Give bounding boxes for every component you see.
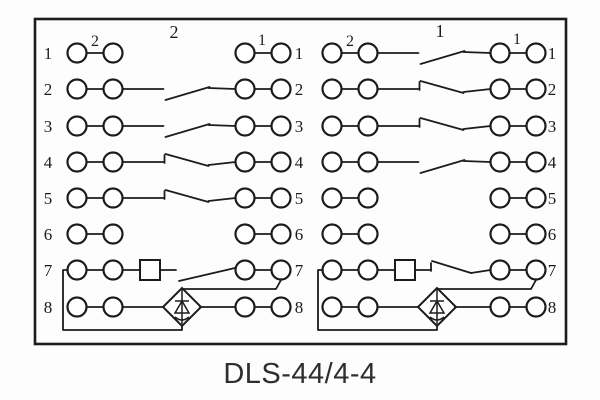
terminal-pair [66,296,124,318]
terminal-pair [234,78,292,100]
terminal-pair [66,187,124,209]
switch-blade [178,267,236,282]
group-label-right: 1 [436,21,445,41]
row-number: 8 [44,298,53,317]
row-number: 6 [548,225,557,244]
terminal-pair [321,296,379,318]
row-number: 5 [295,189,304,208]
pair-label-left: 2 [346,33,354,50]
pair-label-right: 1 [258,32,266,49]
terminal-pair [66,223,124,245]
pair-label-left: 2 [91,33,99,50]
pair-label-right: 1 [513,31,521,48]
terminal-pair [321,78,379,100]
switch-blade [431,260,472,274]
row-number: 8 [295,298,304,317]
notched-contact-switch-icon [121,189,237,203]
resistor-box-icon [394,259,416,281]
terminal-pair [321,223,379,245]
make-contact-switch-icon [376,159,492,174]
terminal-pair [321,151,379,173]
terminal-pair [489,151,547,173]
row-number: 3 [548,117,557,136]
row8-circuit [376,286,492,328]
row7-circuit [121,259,236,282]
rectifier-bridge-icon [416,286,458,328]
contact-group-right: 1 2 1 1 2 3 4 5 6 7 8 [317,21,557,331]
terminal-pair [321,115,379,137]
terminal-pair [234,223,292,245]
wire [470,269,492,274]
row-number: 1 [295,44,304,63]
terminal-pair [66,78,124,100]
group-label-left: 2 [170,22,179,42]
row-number: 5 [548,189,557,208]
terminal-pair [234,259,292,281]
terminal-pair [66,151,124,173]
notched-contact-switch-icon [121,153,237,167]
terminal-pair [66,259,124,281]
resistor-box-icon [139,259,161,281]
rectifier-bridge-icon [161,286,203,328]
row-number: 6 [44,225,53,244]
row-number: 4 [295,153,304,172]
row-number: 4 [548,153,557,172]
row-number: 5 [44,189,53,208]
notched-contact-switch-icon [376,117,492,131]
terminal-pair [489,187,547,209]
row-number: 6 [295,225,304,244]
terminal-pair [489,115,547,137]
contact-group-left: 2 2 1 1 2 3 4 5 6 7 8 1 2 3 4 5 6 7 8 [44,22,304,331]
make-contact-switch-icon [376,50,492,65]
row-number: 2 [548,80,557,99]
bus-wire [62,269,183,331]
terminal-pair [66,115,124,137]
row-number: 3 [295,117,304,136]
row-number: 1 [548,44,557,63]
row-number: 4 [44,153,53,172]
row8-circuit [121,286,237,328]
terminal-pair [234,296,292,318]
row-number: 2 [295,80,304,99]
diagram-border [33,17,568,346]
bus-wire [436,279,537,290]
terminal-pair [489,223,547,245]
make-contact-switch-icon [121,86,237,101]
row7-circuit [376,259,492,281]
row-number: 3 [44,117,53,136]
terminal-pair [489,296,547,318]
terminal-pair [234,151,292,173]
row-number: 1 [44,44,53,63]
notched-contact-switch-icon [376,80,492,94]
bus-wire [317,269,438,331]
make-contact-switch-icon [121,123,237,138]
row-number: 7 [295,261,304,280]
terminal-pair [234,115,292,137]
row-number: 7 [548,261,557,280]
row-number: 2 [44,80,53,99]
terminal-pair [489,78,547,100]
row-number: 7 [44,261,53,280]
terminal-pair [234,187,292,209]
diagram-caption: DLS-44/4-4 [223,358,376,390]
bus-wire [181,279,282,290]
terminal-pair [321,187,379,209]
terminal-pair [321,259,379,281]
terminal-pair [489,259,547,281]
row-number: 8 [548,298,557,317]
